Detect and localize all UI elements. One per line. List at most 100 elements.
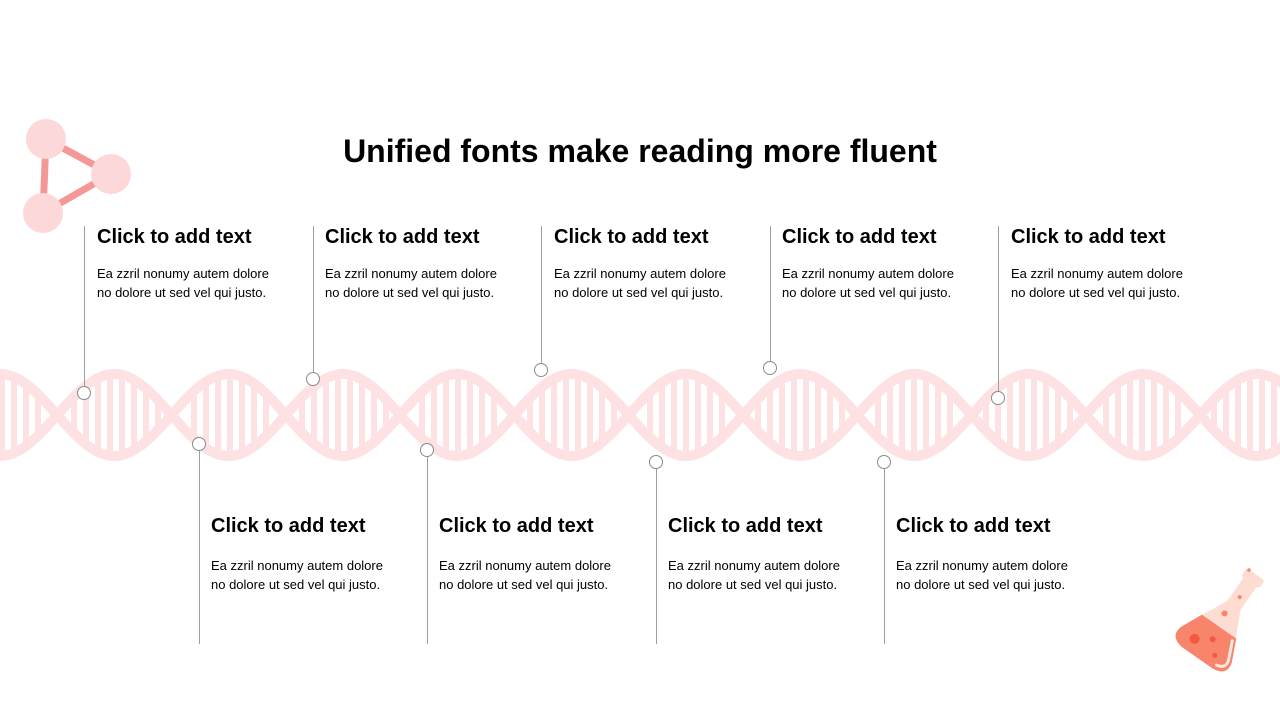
card-body[interactable]: Ea zzril nonumy autem dolore no dolore u… xyxy=(668,556,868,594)
connector-line xyxy=(199,451,200,644)
timeline-node[interactable] xyxy=(534,363,548,377)
helix-rung xyxy=(347,378,353,452)
helix-rung xyxy=(659,386,665,444)
card-body-line: no dolore ut sed vel qui justo. xyxy=(1011,285,1181,300)
timeline-node[interactable] xyxy=(420,443,434,457)
helix-rung xyxy=(119,378,125,452)
helix-rung xyxy=(491,397,497,433)
helix-rung xyxy=(1115,387,1121,443)
bottom-card: Click to add text Ea zzril nonumy autem … xyxy=(439,514,639,594)
helix-rung xyxy=(383,403,389,427)
helix-rung xyxy=(1247,378,1253,452)
helix-rung xyxy=(1271,382,1277,448)
helix-rung xyxy=(35,398,41,432)
timeline-node[interactable] xyxy=(77,386,91,400)
helix-rung xyxy=(839,402,845,428)
helix-rung xyxy=(611,402,617,428)
card-body[interactable]: Ea zzril nonumy autem dolore no dolore u… xyxy=(325,264,525,302)
connector-line xyxy=(884,469,885,644)
card-heading[interactable]: Click to add text xyxy=(211,515,366,537)
card-body[interactable]: Ea zzril nonumy autem dolore no dolore u… xyxy=(1011,264,1211,302)
helix-rung xyxy=(767,391,773,439)
helix-rung xyxy=(587,383,593,447)
helix-rung xyxy=(227,378,233,452)
timeline-node[interactable] xyxy=(877,455,891,469)
card-body-line: no dolore ut sed vel qui justo. xyxy=(211,577,381,592)
card-heading[interactable]: Click to add text xyxy=(97,226,252,248)
helix-rung xyxy=(299,401,305,429)
top-card: Click to add text Ea zzril nonumy autem … xyxy=(782,225,982,302)
helix-rung xyxy=(95,382,101,448)
card-body-line: no dolore ut sed vel qui justo. xyxy=(325,285,495,300)
helix-rung xyxy=(947,396,953,434)
helix-rung xyxy=(899,380,905,450)
card-body[interactable]: Ea zzril nonumy autem dolore no dolore u… xyxy=(97,264,297,302)
helix-rung xyxy=(1127,380,1133,450)
card-body[interactable]: Ea zzril nonumy autem dolore no dolore u… xyxy=(782,264,982,302)
helix-rung xyxy=(887,386,893,444)
helix-rung xyxy=(203,385,209,445)
timeline-node[interactable] xyxy=(649,455,663,469)
top-card: Click to add text Ea zzril nonumy autem … xyxy=(554,225,754,302)
card-body-line: no dolore ut sed vel qui justo. xyxy=(554,285,724,300)
helix-rung xyxy=(1031,378,1037,452)
card-heading[interactable]: Click to add text xyxy=(896,515,1051,537)
helix-rung xyxy=(719,396,725,434)
helix-rung xyxy=(527,401,533,429)
timeline-node[interactable] xyxy=(306,372,320,386)
card-body-line: no dolore ut sed vel qui justo. xyxy=(896,577,1066,592)
bottom-card: Click to add text Ea zzril nonumy autem … xyxy=(211,514,411,594)
helix-rung xyxy=(107,378,113,452)
helix-rung xyxy=(695,380,701,450)
helix-rung xyxy=(1019,378,1025,452)
helix-rung xyxy=(575,378,581,452)
helix-rung xyxy=(803,378,809,452)
card-body[interactable]: Ea zzril nonumy autem dolore no dolore u… xyxy=(554,264,754,302)
card-body-line: Ea zzril nonumy autem dolore xyxy=(97,266,269,281)
helix-rung xyxy=(23,388,29,442)
card-heading[interactable]: Click to add text xyxy=(325,226,480,248)
helix-rung xyxy=(0,378,5,452)
helix-rung xyxy=(1223,392,1229,438)
connector-line xyxy=(656,469,657,644)
card-body[interactable]: Ea zzril nonumy autem dolore no dolore u… xyxy=(439,556,639,594)
card-heading[interactable]: Click to add text xyxy=(439,515,594,537)
helix-rung xyxy=(935,386,941,444)
helix-rung xyxy=(779,382,785,448)
card-heading[interactable]: Click to add text xyxy=(668,515,823,537)
card-body[interactable]: Ea zzril nonumy autem dolore no dolore u… xyxy=(211,556,411,594)
connector-line xyxy=(770,226,771,361)
connector-line xyxy=(998,226,999,391)
helix-rung xyxy=(191,395,197,435)
card-body[interactable]: Ea zzril nonumy autem dolore no dolore u… xyxy=(896,556,1096,594)
helix-rung xyxy=(431,386,437,444)
card-body-line: no dolore ut sed vel qui justo. xyxy=(782,285,952,300)
helix-rung xyxy=(1259,378,1265,452)
connector-line xyxy=(541,226,542,363)
timeline-node[interactable] xyxy=(192,437,206,451)
card-body-line: no dolore ut sed vel qui justo. xyxy=(97,285,267,300)
flask-icon xyxy=(1175,568,1264,672)
helix-rung xyxy=(1007,383,1013,447)
top-card: Click to add text Ea zzril nonumy autem … xyxy=(1011,225,1211,302)
card-body-line: Ea zzril nonumy autem dolore xyxy=(668,558,840,573)
helix-rung xyxy=(131,383,137,447)
helix-rung xyxy=(983,403,989,427)
card-heading[interactable]: Click to add text xyxy=(782,226,937,248)
helix-rung xyxy=(923,380,929,450)
helix-rung xyxy=(671,380,677,450)
connector-line xyxy=(427,457,428,644)
timeline-node[interactable] xyxy=(763,361,777,375)
helix-rung xyxy=(1163,385,1169,445)
card-heading[interactable]: Click to add text xyxy=(554,226,709,248)
helix-rung xyxy=(755,402,761,428)
helix-rung xyxy=(551,382,557,448)
helix-rung xyxy=(539,390,545,440)
helix-rung xyxy=(1175,395,1181,435)
helix-rung xyxy=(467,380,473,450)
helix-rung xyxy=(311,390,317,440)
helix-rung xyxy=(815,382,821,448)
timeline-node[interactable] xyxy=(991,391,1005,405)
helix-rung xyxy=(563,378,569,452)
card-heading[interactable]: Click to add text xyxy=(1011,226,1166,248)
